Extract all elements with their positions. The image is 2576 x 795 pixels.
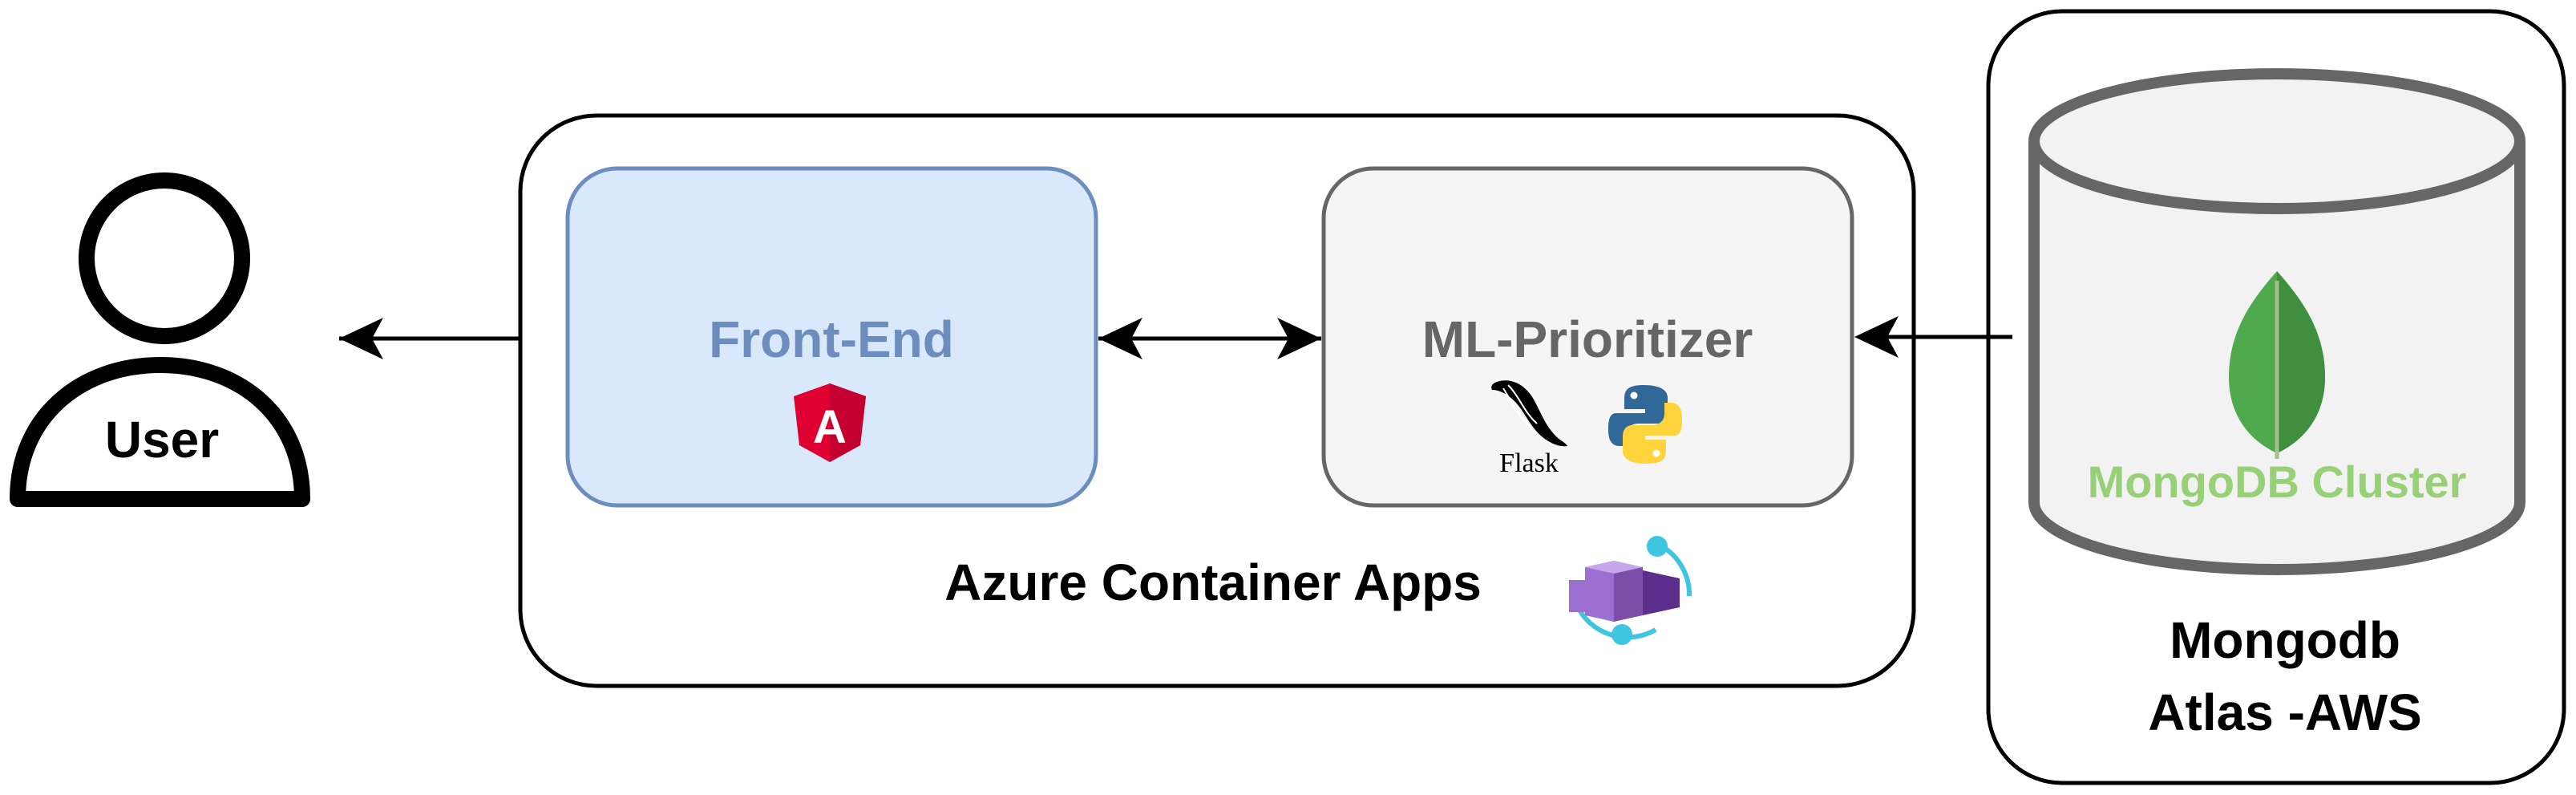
- user-label: User: [105, 411, 219, 468]
- angular-icon: A: [794, 383, 866, 462]
- frontend-ml-arrow: [1098, 318, 1321, 359]
- user-body: [10, 357, 310, 507]
- user-actor: User: [10, 172, 310, 507]
- ml-prioritizer-box: ML-Prioritizer Flask: [1321, 166, 1854, 508]
- azure-container-apps-icon: [1569, 536, 1692, 645]
- svg-text:A: A: [813, 401, 847, 453]
- frontend-box: Front-End A: [565, 166, 1098, 508]
- frontend-label: Front-End: [709, 310, 954, 368]
- mongodb-ml-arrow: [1854, 316, 2012, 358]
- ml-prioritizer-label: ML-Prioritizer: [1422, 310, 1753, 368]
- mongodb-atlas-label-line1: Mongodb: [2170, 611, 2400, 669]
- flask-icon: Flask: [1491, 380, 1567, 478]
- mongodb-atlas-label-line2: Atlas -AWS: [2148, 683, 2421, 741]
- python-icon: [1608, 385, 1682, 464]
- mongodb-leaf-icon: [2229, 271, 2325, 459]
- mongodb-cluster-label: MongoDB Cluster: [2088, 456, 2467, 507]
- user-head: [79, 172, 250, 344]
- azure-container-apps-label: Azure Container Apps: [944, 554, 1482, 611]
- flask-label: Flask: [1499, 448, 1559, 478]
